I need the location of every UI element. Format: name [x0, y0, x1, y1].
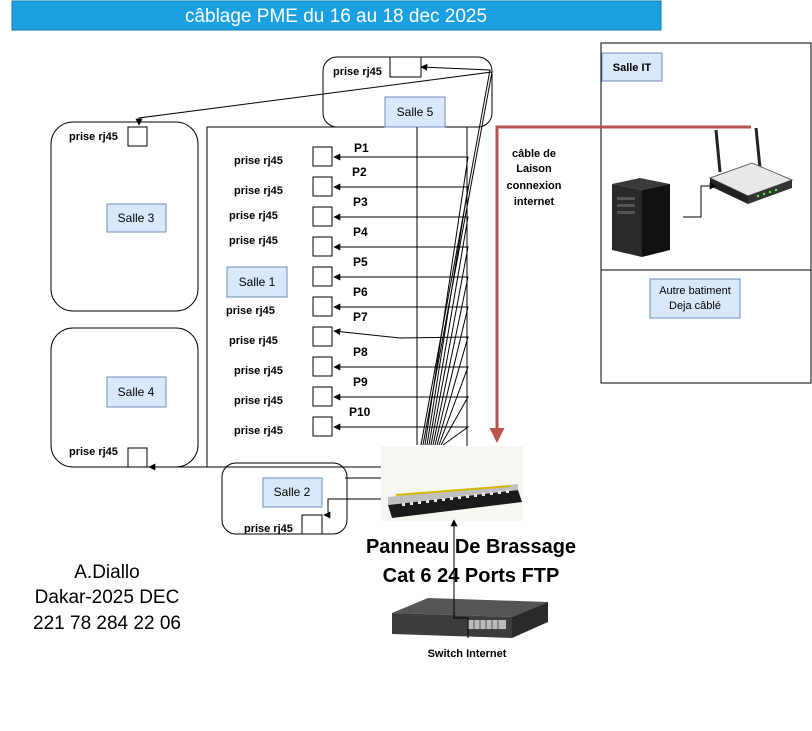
outlet-label-p4: prise rj45 [229, 235, 278, 247]
port-label-p8: P8 [353, 345, 368, 359]
server-router-link [683, 182, 717, 218]
internet-cable-label-1: câble de [512, 148, 556, 160]
salle-4-label: Salle 4 [118, 385, 155, 399]
author-phone: 221 78 284 22 06 [33, 613, 181, 634]
salle-5-label: Salle 5 [397, 105, 434, 119]
outlet-p2 [312, 176, 333, 197]
internet-cable [489, 125, 751, 443]
outlet-p3 [312, 206, 333, 227]
switch-to-panel-link [450, 519, 469, 638]
outlet-p10 [312, 416, 333, 437]
port-label-p3: P3 [353, 195, 368, 209]
outlet-label-p7: prise rj45 [229, 335, 278, 347]
salle-3-outlet [127, 126, 148, 147]
salle-it-label-box [601, 52, 663, 82]
salle-5-label-box [384, 96, 446, 128]
outlet-p7 [312, 326, 333, 347]
salle-1-label-box [226, 266, 288, 298]
cable-bundle [135, 63, 493, 519]
outlet-label-p2: prise rj45 [234, 185, 283, 197]
outlet-p5 [312, 266, 333, 287]
diagram-title: câblage PME du 16 au 18 dec 2025 [185, 6, 487, 27]
salle-4-outlet [127, 447, 148, 468]
salle-5-outlet [389, 56, 422, 78]
salle-3-label: Salle 3 [118, 211, 155, 225]
author-name: A.Diallo [74, 562, 139, 583]
title-bar [11, 0, 662, 31]
salle-2-label-box [262, 477, 323, 508]
author-place-date: Dakar-2025 DEC [35, 587, 180, 608]
outlet-p1 [312, 146, 333, 167]
port-label-p7: P7 [353, 310, 368, 324]
internet-cable-label-2: Laison [516, 163, 552, 175]
outlet-label-p3: prise rj45 [229, 210, 278, 222]
outlet-label-p9: prise rj45 [234, 395, 283, 407]
salle-4-label-box [106, 376, 167, 408]
internet-cable-label-3: connexion [506, 180, 561, 192]
switch-icon [392, 598, 548, 638]
other-building-box [649, 278, 741, 319]
patch-panel-icon [381, 446, 523, 521]
salle-3-label-box [106, 203, 167, 233]
salle-it-label: Salle IT [613, 62, 652, 74]
port-label-p2: P2 [352, 165, 367, 179]
outlet-p9 [312, 386, 333, 407]
outlet-label-p1: prise rj45 [234, 155, 283, 167]
router-icon [708, 127, 794, 204]
patch-panel-label-2: Cat 6 24 Ports FTP [383, 565, 560, 587]
port-label-p10: P10 [349, 405, 371, 419]
switch-label: Switch Internet [428, 648, 507, 660]
salle-3-outlet-label: prise rj45 [69, 131, 118, 143]
outlet-p4 [312, 236, 333, 257]
salle-4-outlet-label: prise rj45 [69, 446, 118, 458]
salle-2-label: Salle 2 [274, 485, 311, 499]
internet-cable-label-4: internet [514, 196, 555, 208]
other-building-label-2: Deja câblé [669, 300, 721, 312]
port-label-p5: P5 [353, 255, 368, 269]
outlet-label-p10: prise rj45 [234, 425, 283, 437]
outlet-label-p6: prise rj45 [226, 305, 275, 317]
salle-2-outlet [301, 514, 323, 535]
port-label-p9: P9 [353, 375, 368, 389]
outlet-p6 [312, 296, 333, 317]
port-label-p4: P4 [353, 225, 368, 239]
outlet-label-p8: prise rj45 [234, 365, 283, 377]
outlet-p8 [312, 356, 333, 377]
server-tower-icon [612, 178, 670, 257]
salle-1-label: Salle 1 [239, 275, 276, 289]
salle-2-outlet-label: prise rj45 [244, 523, 293, 535]
salle-5-outlet-label: prise rj45 [333, 66, 382, 78]
port-label-p6: P6 [353, 285, 368, 299]
patch-panel-label-1: Panneau De Brassage [366, 536, 576, 558]
other-building-label-1: Autre batiment [659, 285, 731, 297]
port-label-p1: P1 [354, 141, 369, 155]
